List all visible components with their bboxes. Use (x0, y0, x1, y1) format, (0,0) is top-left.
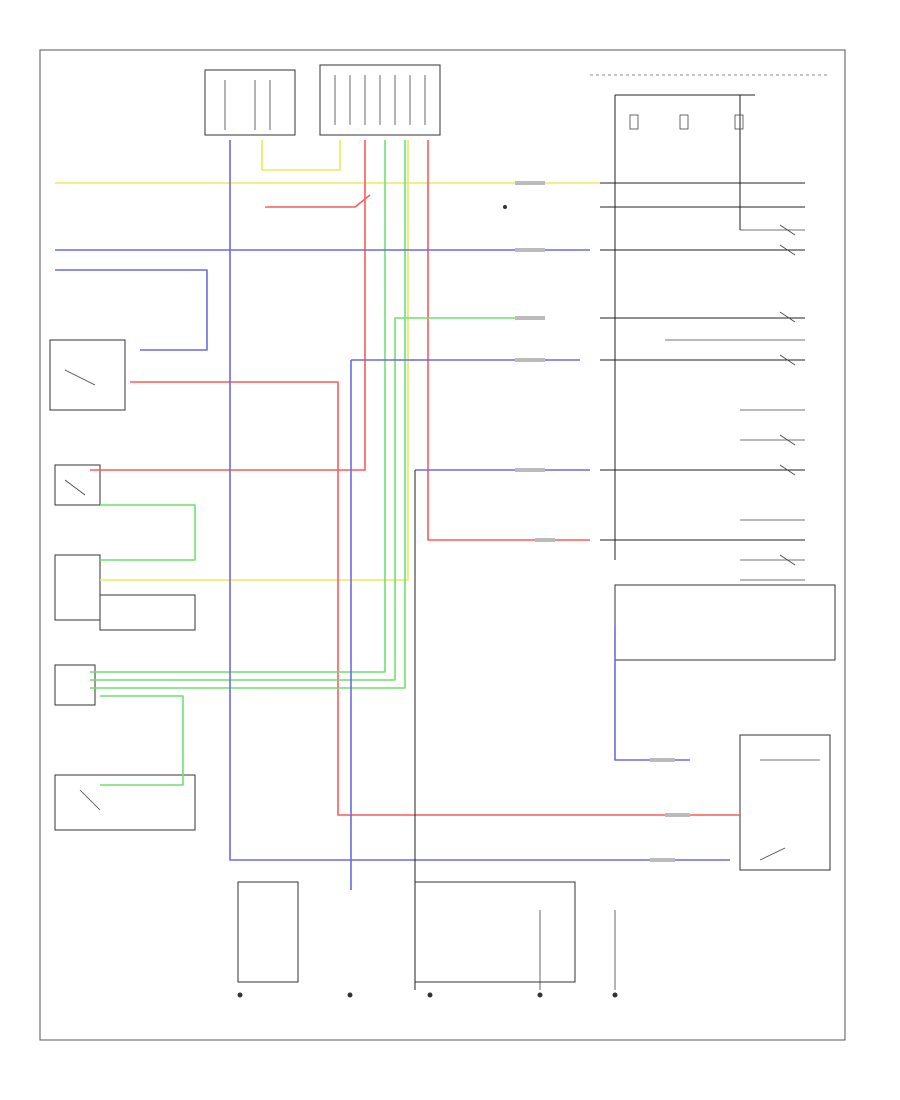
compressor-components (614, 584, 836, 871)
left-switch-1 (49, 339, 126, 411)
top-left-module (204, 69, 296, 136)
wire-green (90, 140, 520, 786)
left-sensor-cluster (54, 554, 196, 631)
wire-blue (55, 140, 730, 890)
engine-control-module (319, 64, 441, 136)
wire-yellow (55, 140, 600, 581)
evaporator-temp-sensor (54, 664, 96, 706)
ground-symbols (237, 992, 618, 998)
ac-pressure-sensor (54, 464, 101, 506)
connector-marks (515, 181, 690, 862)
bottom-modules (237, 881, 616, 990)
ac-switch (54, 774, 196, 831)
diagram-frame (39, 49, 846, 1041)
fuse-relay-block (503, 74, 830, 581)
